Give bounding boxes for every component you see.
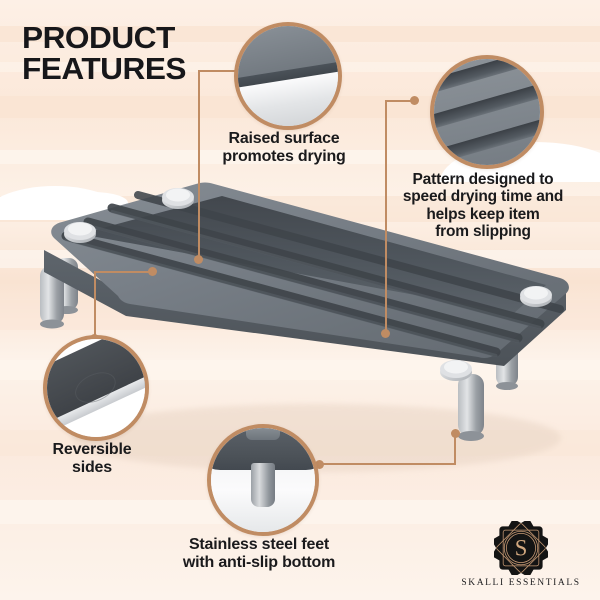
connector-endpoint-dot	[148, 267, 157, 276]
callout-caption-pattern-design: Pattern designed to speed drying time an…	[382, 171, 584, 240]
connector-segment	[94, 270, 150, 273]
callout-caption-stainless-feet: Stainless steel feet with anti-slip bott…	[164, 536, 354, 572]
caption-line: Stainless steel feet	[188, 536, 330, 553]
connector-pattern-design	[380, 96, 423, 346]
product-foot-front-right	[458, 374, 484, 441]
connector-endpoint-dot	[193, 255, 203, 264]
callout-image-stainless-feet	[207, 424, 319, 536]
callout-reversible-sides[interactable]: Reversible sides	[43, 335, 149, 476]
connector-segment	[385, 99, 412, 102]
caption-line: Pattern designed to	[412, 171, 554, 188]
callout-image-raised-surface	[234, 22, 342, 130]
connector-stainless-feet	[315, 429, 460, 481]
callout-raised-surface[interactable]: Raised surface promotes drying	[222, 22, 346, 165]
connector-segment	[454, 433, 456, 465]
product-screw-bottom-left	[64, 222, 96, 243]
product-image	[26, 138, 586, 498]
steel-foot-closeup-art	[211, 428, 315, 532]
slat-grooves-closeup-art	[434, 59, 540, 165]
slat-edge-closeup-art	[238, 26, 338, 126]
product-foot-front-left	[40, 266, 64, 329]
caption-line: Reversible	[52, 441, 132, 458]
connector-endpoint-dot	[315, 459, 324, 469]
page-title: PRODUCT FEATURES	[22, 20, 186, 86]
connector-segment	[319, 463, 456, 465]
callout-image-reversible-sides	[43, 335, 149, 441]
callout-pattern-design[interactable]: Pattern designed to speed drying time an…	[403, 55, 563, 240]
connector-endpoint-dot	[410, 96, 419, 105]
reversible-side-closeup-art	[47, 339, 145, 437]
product-grooves	[80, 196, 546, 313]
connector-segment	[198, 69, 252, 72]
caption-line: with anti-slip bottom	[182, 553, 336, 571]
connector-endpoint-dot	[380, 329, 390, 338]
connector-segment	[198, 69, 200, 260]
page-title-line-1: PRODUCT	[22, 20, 175, 55]
caption-line: sides	[72, 458, 112, 476]
callout-image-pattern-design	[430, 55, 544, 169]
skalli-badge-icon: S	[492, 519, 550, 577]
connector-segment	[385, 99, 387, 334]
svg-text:S: S	[515, 536, 528, 561]
callout-stainless-feet[interactable]: Stainless steel feet with anti-slip bott…	[183, 424, 335, 571]
caption-line: helps keep item	[426, 205, 540, 223]
connector-segment	[94, 270, 96, 339]
product-screw-top-left	[162, 188, 194, 209]
product-illustration	[40, 182, 569, 472]
caption-line: from slipping	[435, 223, 531, 241]
callout-caption-raised-surface: Raised surface promotes drying	[184, 130, 384, 166]
product-screw-bottom-right	[440, 360, 472, 381]
product-slat-grooves	[61, 191, 564, 357]
callout-caption-reversible-sides: Reversible sides	[7, 441, 177, 477]
brand-logo[interactable]: S SKALLI ESSENTIALS	[456, 519, 586, 588]
product-screw-top-right	[520, 286, 552, 307]
connector-reversible-sides	[89, 267, 162, 344]
caption-line: speed drying time and	[402, 188, 564, 206]
brand-name: SKALLI ESSENTIALS	[461, 578, 581, 588]
caption-line: Raised surface	[228, 130, 340, 147]
brand-emblem-icon: S	[492, 519, 550, 577]
page-title-line-2: FEATURES	[22, 51, 186, 86]
caption-line: promotes drying	[222, 147, 346, 165]
